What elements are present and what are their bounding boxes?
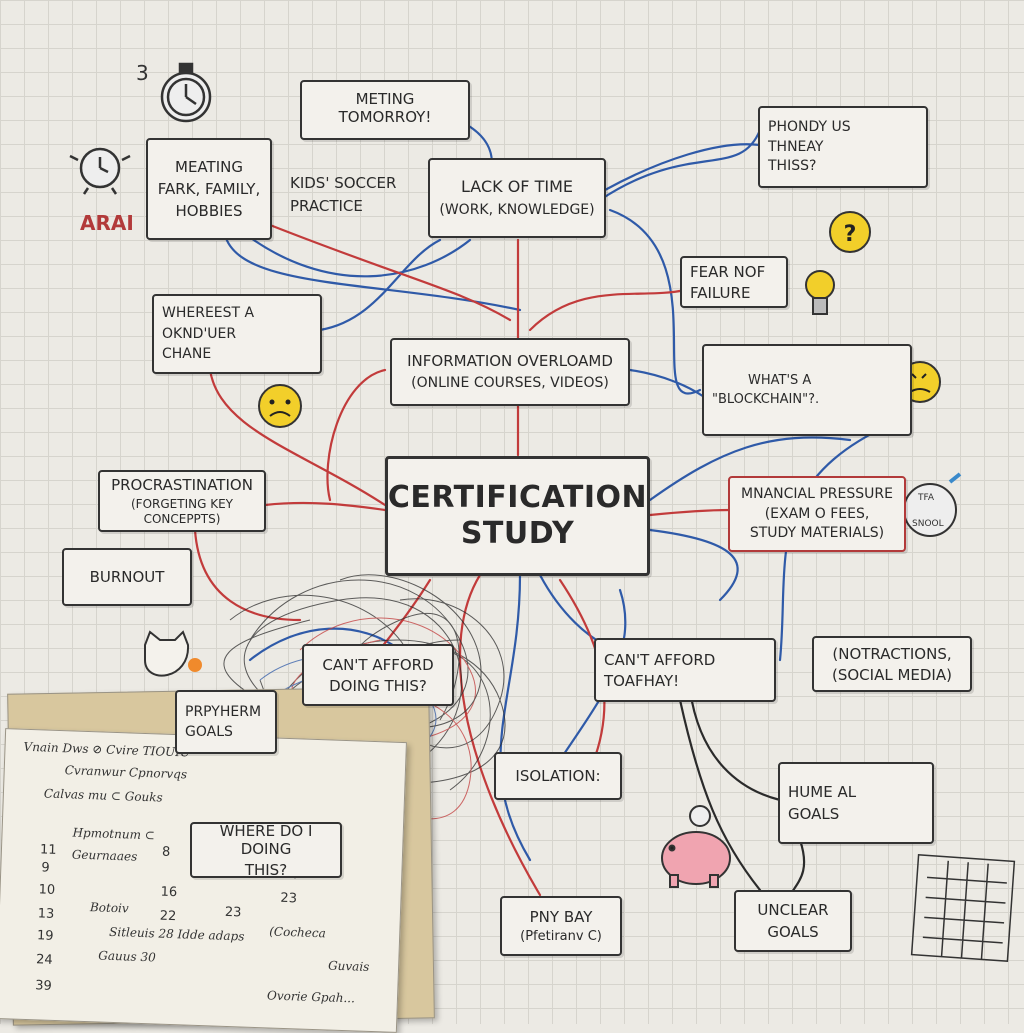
node-label: PHONDY US	[768, 118, 851, 135]
line-red	[326, 368, 387, 502]
node-label: METING TOMORROY!	[338, 90, 432, 126]
node-label: STUDY MATERIALS)	[749, 525, 885, 542]
center-title-line1: CERTIFICATION	[387, 480, 648, 515]
stopwatch-icon	[160, 62, 212, 123]
svg-text:?: ?	[844, 222, 857, 247]
line-red	[648, 508, 732, 517]
node-cant-afford-toafhay[interactable]: CAN'T AFFORD TOAFHAY!	[594, 638, 776, 702]
label-kids-soccer: KIDS' SOCCER PRACTICE	[290, 174, 396, 216]
worried-face-icon	[258, 384, 302, 428]
node-label: GOALS	[185, 723, 233, 740]
line-red	[193, 528, 302, 622]
node-blockchain[interactable]: WHAT'S A "BLOCKCHAIN"?.	[702, 344, 912, 436]
node-prpyherm-goals[interactable]: PRPYHERM GOALS	[175, 690, 277, 754]
node-sublabel: (ONLINE COURSES, VIDEOS)	[411, 375, 609, 392]
node-phondy[interactable]: PHONDY US THNEAY THISS?	[758, 106, 928, 188]
piggy-bank-icon	[661, 805, 731, 888]
node-label: FEAR NOF	[690, 262, 766, 281]
node-label: PRPYHERM	[185, 703, 262, 720]
node-financial-pressure[interactable]: MNANCIAL PRESSURE (EXAM O FEES, STUDY MA…	[728, 476, 906, 552]
node-pny-bay[interactable]: PNY BAY (Pfetiranv C)	[500, 896, 622, 956]
calendar-icon	[910, 853, 1016, 963]
center-node[interactable]: CERTIFICATION STUDY	[385, 456, 650, 576]
line-blue	[648, 528, 739, 602]
kids-soccer-line1: KIDS' SOCCER	[290, 174, 397, 192]
node-label: THNEAY	[768, 138, 824, 155]
node-label: DOING THIS?	[329, 676, 427, 695]
node-label: INFORMATION OVERLOAMD	[407, 352, 613, 371]
node-label: HOBBIES	[175, 202, 243, 220]
node-label: OKND'UER	[162, 325, 237, 342]
node-label: (SOCIAL MEDIA)	[832, 665, 952, 684]
node-fear-of-failure[interactable]: FEAR NOF FAILURE	[680, 256, 788, 308]
alarm-text: ARAI	[80, 211, 134, 235]
node-unclear-goals[interactable]: UNCLEAR GOALS	[734, 890, 852, 952]
line-black	[688, 688, 782, 802]
node-label: THISS?	[768, 158, 817, 175]
node-label: (NOTRACTIONS,	[832, 644, 952, 663]
node-cant-afford-doing[interactable]: CAN'T AFFORD DOING THIS?	[302, 644, 454, 706]
line-blue	[238, 228, 472, 278]
center-title-line2: STUDY	[460, 516, 575, 551]
node-label: WHERE DO I DOING	[219, 821, 313, 858]
node-label: BURNOUT	[89, 568, 165, 586]
line-blue	[223, 233, 522, 312]
line-red	[268, 223, 512, 322]
node-sublabel: (FORGETING KEY CONCEPPTS)	[131, 497, 233, 526]
node-label: PROCRASTINATION	[111, 476, 253, 495]
line-blue	[318, 238, 442, 332]
line-blue	[648, 436, 852, 502]
node-label: PNY BAY	[529, 907, 593, 926]
node-lack-of-time[interactable]: LACK OF TIME (WORK, KNOWLEDGE)	[428, 158, 606, 238]
clock-label: 3	[136, 61, 149, 85]
node-distractions[interactable]: (NOTRACTIONS, (SOCIAL MEDIA)	[812, 636, 972, 692]
node-isolation[interactable]: ISOLATION:	[494, 752, 622, 800]
node-label: CHANE	[162, 346, 212, 363]
node-label: ISOLATION:	[515, 767, 601, 785]
node-label: WHEREEST A	[162, 304, 255, 321]
node-sublabel: (WORK, KNOWLEDGE)	[439, 202, 595, 219]
line-red	[458, 573, 542, 897]
line-red	[263, 501, 387, 512]
question-icon: ?	[829, 211, 871, 253]
line-red	[208, 368, 387, 507]
node-label: FAILURE	[690, 283, 751, 302]
node-label: GOALS	[767, 923, 819, 941]
line-blue	[598, 128, 762, 202]
node-label: MEATING	[175, 158, 243, 176]
node-label: TOAFHAY!	[604, 671, 680, 690]
scale-label: SNOOL	[912, 519, 944, 529]
node-label: FARK, FAMILY,	[157, 180, 261, 198]
node-meeting-tomorrow[interactable]: METING TOMORROY!	[300, 80, 470, 140]
line-blue	[608, 208, 702, 395]
node-label: "BLOCKCHAIN"?.	[712, 391, 820, 407]
node-sublabel: (Pfetiranv C)	[520, 928, 602, 944]
node-where-doing[interactable]: WHERE DO I DOING THIS?	[190, 821, 342, 879]
line-blue	[499, 573, 532, 862]
node-label: HUME AL	[788, 783, 857, 801]
kids-soccer-line2: PRACTICE	[290, 196, 363, 215]
node-procrastination[interactable]: PROCRASTINATION (FORGETING KEY CONCEPPTS…	[98, 470, 266, 532]
scale-label: TFA	[917, 493, 935, 503]
node-burnout[interactable]: BURNOUT	[62, 548, 192, 606]
node-label: CAN'T AFFORD	[604, 650, 716, 669]
node-label: WHAT'S A	[748, 372, 812, 388]
node-label: THIS?	[244, 860, 288, 879]
node-label: GOALS	[788, 805, 840, 823]
node-label: (EXAM O FEES,	[764, 505, 870, 522]
node-label: UNCLEAR	[757, 901, 829, 919]
node-information-overload[interactable]: INFORMATION OVERLOAMD (ONLINE COURSES, V…	[390, 338, 630, 406]
node-whereest[interactable]: WHEREEST A OKND'UER CHANE	[152, 294, 322, 374]
line-blue	[603, 143, 762, 192]
node-hume-goals[interactable]: HUME AL GOALS	[778, 762, 934, 844]
node-label: CAN'T AFFORD	[322, 655, 434, 674]
node-label: MNANCIAL PRESSURE	[741, 485, 893, 502]
line-red	[528, 288, 687, 332]
cat-icon	[144, 630, 202, 677]
alarm-clock-icon	[69, 147, 131, 195]
lightbulb-icon	[805, 270, 835, 315]
node-meating-family[interactable]: MEATING FARK, FAMILY, HOBBIES	[146, 138, 272, 240]
line-black	[678, 698, 762, 892]
node-label: LACK OF TIME	[461, 177, 573, 196]
